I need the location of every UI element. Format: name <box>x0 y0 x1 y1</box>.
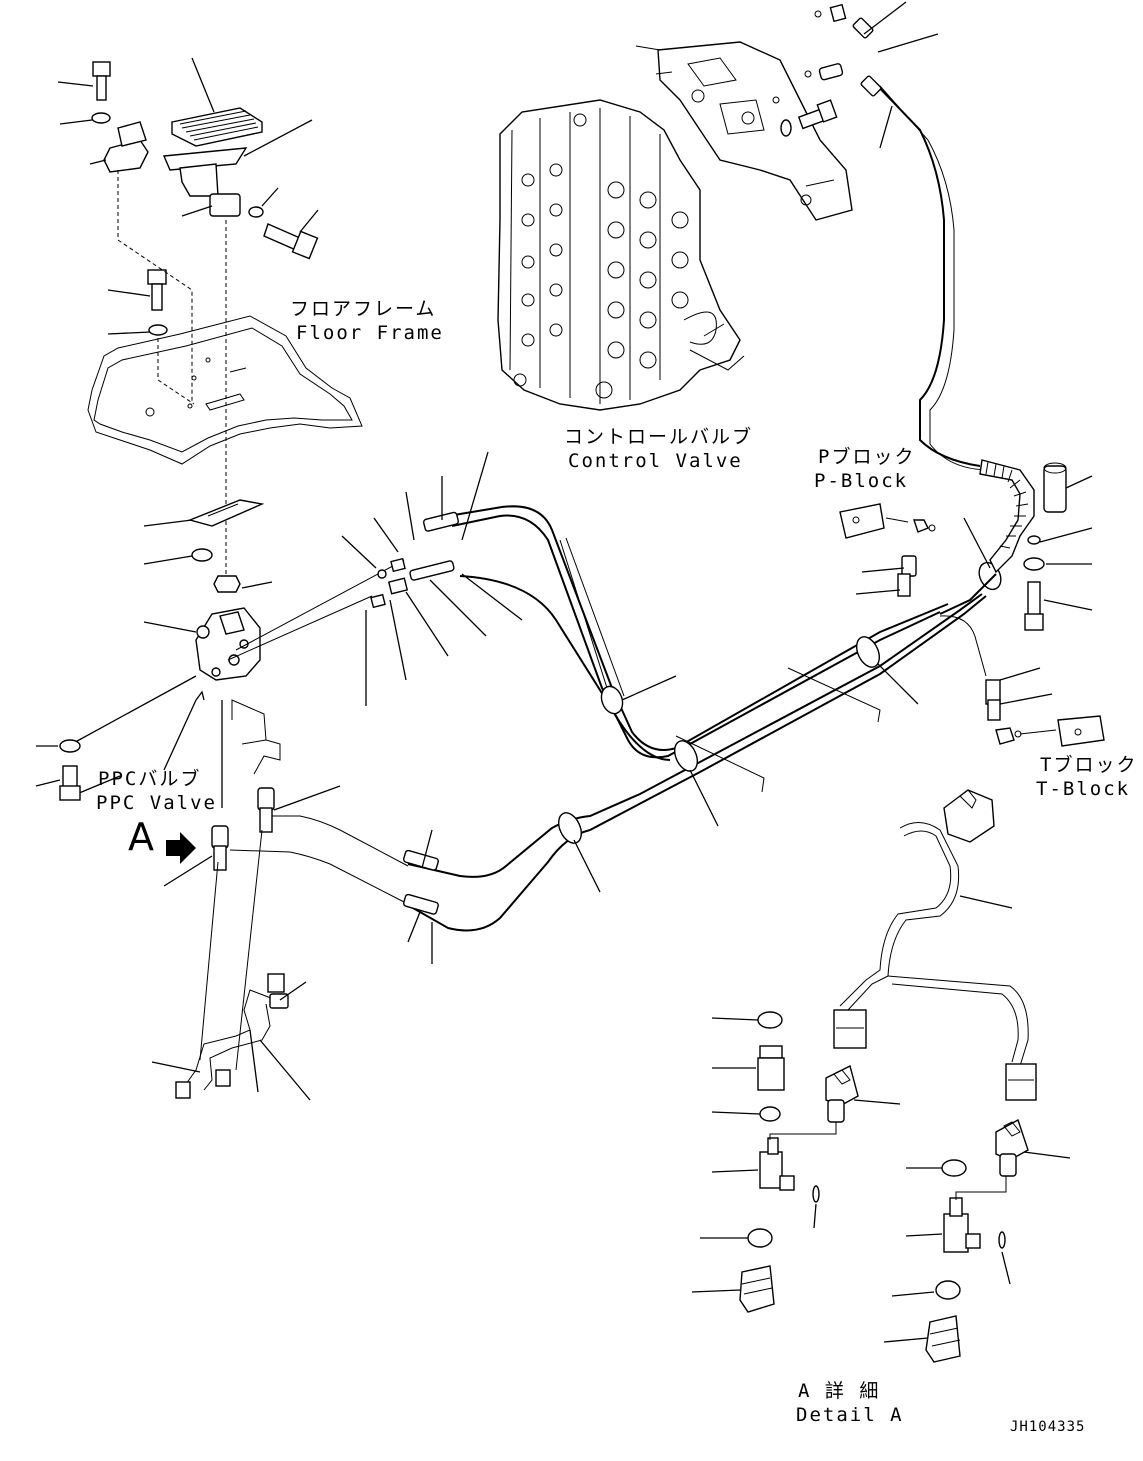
view-marker-a: A <box>128 815 154 859</box>
return-hose <box>852 17 1035 721</box>
ppc-mount-bolt <box>59 765 81 801</box>
p-block-fitting <box>897 555 917 597</box>
pedal-washer <box>91 112 111 124</box>
control-valve-label-en: Control Valve <box>568 450 743 472</box>
ppc-adapter-elbow-2 <box>257 787 275 833</box>
pedal-damper-washer <box>248 206 264 218</box>
ppc-valve <box>195 607 261 681</box>
ppc-valve-washer <box>191 548 213 562</box>
ppc-valve-gasket <box>187 499 265 527</box>
pedal-bolt <box>92 61 111 101</box>
detail-a-parts-left <box>739 1011 859 1313</box>
ppc-hoses <box>227 505 987 932</box>
t-block-washer-1 <box>1027 535 1041 545</box>
drawing-code: JH104335 <box>1010 1419 1086 1435</box>
pedal-assembly <box>57 57 319 336</box>
pedal-stopper-bolt <box>263 223 319 260</box>
pedal-pad <box>171 107 263 147</box>
frame-washer <box>148 324 168 336</box>
t-block <box>995 715 1105 747</box>
frame-bolt <box>147 269 167 311</box>
ppc-valve-label-jp: PPCバルブ <box>98 768 202 790</box>
cv-adapter <box>829 3 847 23</box>
floor-frame-label-jp: フロアフレーム <box>290 298 437 320</box>
t-block-washer-2 <box>1023 557 1045 571</box>
view-arrow <box>166 832 196 864</box>
t-block-spacer <box>1043 465 1067 513</box>
detail-a-parts-right <box>925 1118 1029 1363</box>
ppc-valve-label-en: PPC Valve <box>96 792 217 814</box>
cv-bolt <box>780 99 838 137</box>
ppc-mount-washer <box>59 739 81 753</box>
detail-a-harness <box>833 789 1037 1101</box>
t-block-label-jp: Tブロック <box>1040 754 1138 776</box>
floor-frame-label-en: Floor Frame <box>296 322 444 344</box>
control-valve-bracket <box>635 41 853 221</box>
t-block-bolt <box>1024 581 1044 631</box>
pressure-switch-harness <box>175 829 289 1099</box>
p-block-label-jp: Pブロック <box>818 446 916 468</box>
p-block <box>839 503 936 539</box>
p-block-label-en: P-Block <box>814 470 909 492</box>
ppc-adapter-elbow-1 <box>211 825 229 871</box>
pedal-bracket <box>103 121 248 197</box>
t-block-label-en: T-Block <box>1036 778 1131 800</box>
pedal-damper <box>209 193 241 217</box>
detail-a-label-jp: A 詳 細 <box>798 1380 881 1402</box>
cv-elbow-fitting <box>818 63 844 81</box>
control-valve-label-jp: コントロールバルブ <box>564 426 754 448</box>
control-valve <box>497 99 745 411</box>
ppc-valve-nut <box>213 575 241 593</box>
hose-clamps <box>557 561 1002 844</box>
detail-a-label-en: Detail A <box>796 1404 904 1426</box>
